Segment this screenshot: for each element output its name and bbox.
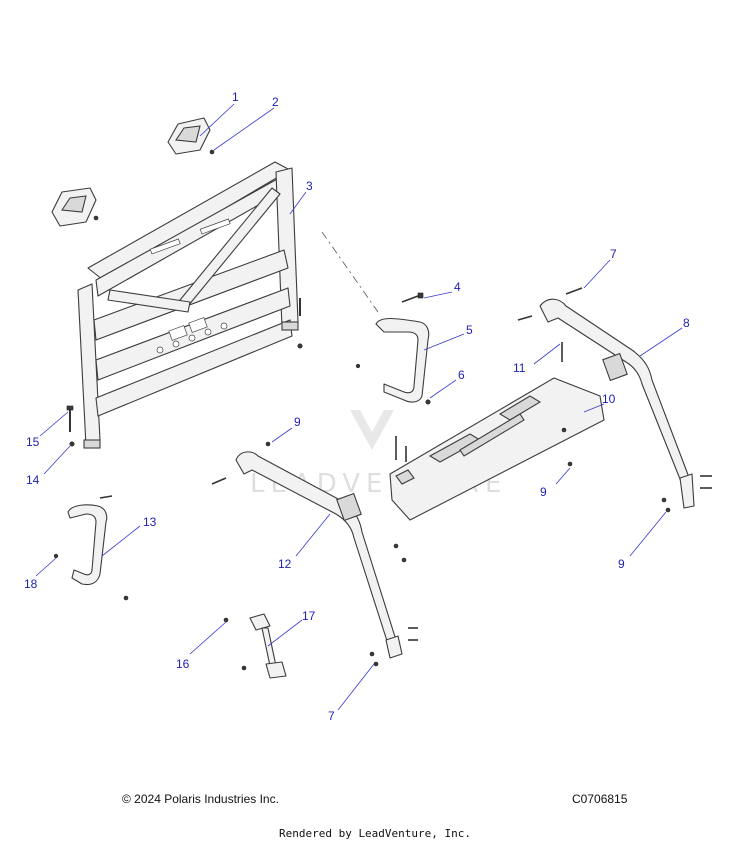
- leader-12: [295, 513, 331, 557]
- bolt-13[interactable]: [99, 495, 113, 499]
- callout-7-lower[interactable]: 7: [328, 709, 335, 723]
- leader-6: [429, 379, 457, 399]
- screw-fastener-2[interactable]: [209, 149, 215, 155]
- leader-10: [583, 403, 605, 413]
- leader-5: [423, 333, 465, 351]
- rendered-by-text: Rendered by LeadVenture, Inc.: [278, 827, 472, 840]
- rear-frame-assembly[interactable]: [77, 161, 299, 449]
- screw-18[interactable]: [53, 553, 59, 559]
- tail-light-upper[interactable]: [167, 117, 211, 155]
- nut-9b[interactable]: [567, 461, 573, 467]
- leader-lines: [35, 103, 683, 711]
- bolt-pair-8[interactable]: [700, 475, 712, 489]
- roll-bar-tube-12[interactable]: [235, 451, 403, 659]
- bolt-pair-12[interactable]: [408, 627, 418, 641]
- leader-9a: [271, 427, 293, 443]
- callout-4[interactable]: 4: [454, 280, 461, 294]
- bolt-12-mount[interactable]: [211, 477, 227, 485]
- bolt-8-mount[interactable]: [517, 315, 533, 321]
- strap-17[interactable]: [249, 613, 287, 679]
- leader-9b: [555, 467, 571, 485]
- leader-1: [199, 103, 235, 137]
- assembly-guide-line: [321, 231, 379, 313]
- nut-9c-b[interactable]: [665, 507, 671, 513]
- nut-16-top[interactable]: [223, 617, 229, 623]
- nut-16-bottom[interactable]: [241, 665, 247, 671]
- nut-10-top[interactable]: [561, 427, 567, 433]
- leader-7b: [337, 663, 375, 711]
- callout-9-right[interactable]: 9: [618, 557, 625, 571]
- callout-3[interactable]: 3: [306, 179, 313, 193]
- bolt-7-upper[interactable]: [565, 287, 583, 295]
- leader-3: [289, 191, 307, 215]
- callout-7-upper[interactable]: 7: [610, 247, 617, 261]
- nut-7b-b[interactable]: [373, 661, 379, 667]
- leader-8: [639, 327, 683, 357]
- callout-2[interactable]: 2: [272, 95, 279, 109]
- leader-18: [35, 557, 57, 577]
- callout-6[interactable]: 6: [458, 368, 465, 382]
- callout-9-left[interactable]: 9: [294, 415, 301, 429]
- callout-labels: 1 2 3 4 5 6 7 8 9 10 11 9 9 12 13 14 15 …: [24, 90, 690, 723]
- diagram-id: C0706815: [572, 792, 628, 806]
- bolt-4[interactable]: [401, 292, 424, 303]
- screw-5[interactable]: [355, 363, 361, 369]
- screw-fastener-lower[interactable]: [93, 215, 99, 221]
- leader-14: [43, 445, 71, 475]
- callout-18[interactable]: 18: [24, 577, 38, 591]
- leader-2: [213, 107, 275, 151]
- leader-11: [533, 343, 561, 365]
- nut-frame-right[interactable]: [297, 343, 303, 349]
- callout-8[interactable]: 8: [683, 316, 690, 330]
- nut-7b-a[interactable]: [369, 651, 375, 657]
- bolt-15[interactable]: [66, 405, 74, 432]
- callout-17[interactable]: 17: [302, 609, 316, 623]
- callout-9-middle[interactable]: 9: [540, 485, 547, 499]
- callout-14[interactable]: 14: [26, 473, 40, 487]
- rear-cross-panel-10[interactable]: [389, 377, 605, 521]
- copyright-text: © 2024 Polaris Industries Inc.: [122, 792, 279, 806]
- grab-handle-5[interactable]: [375, 317, 430, 403]
- leader-17: [267, 619, 303, 647]
- callout-12[interactable]: 12: [278, 557, 292, 571]
- nut-10-bottom-a[interactable]: [393, 543, 399, 549]
- grab-handle-13[interactable]: [67, 504, 108, 586]
- nut-6[interactable]: [425, 399, 431, 405]
- callout-1[interactable]: 1: [232, 90, 239, 104]
- callout-16[interactable]: 16: [176, 657, 190, 671]
- callout-13[interactable]: 13: [143, 515, 157, 529]
- bolt-10-left[interactable]: [395, 436, 407, 462]
- callout-10[interactable]: 10: [602, 392, 616, 406]
- leader-15: [39, 411, 69, 437]
- nut-13[interactable]: [123, 595, 129, 601]
- callout-11[interactable]: 11: [513, 361, 526, 375]
- leader-7a: [583, 259, 611, 289]
- leader-9c: [629, 511, 667, 557]
- tail-light-lower[interactable]: [51, 187, 97, 227]
- callout-15[interactable]: 15: [26, 435, 40, 449]
- nut-9a[interactable]: [265, 441, 271, 447]
- leader-4: [423, 291, 453, 299]
- nut-10-bottom-b[interactable]: [401, 557, 407, 563]
- leader-16: [189, 621, 227, 655]
- nut-14[interactable]: [69, 441, 75, 447]
- nut-9c-a[interactable]: [661, 497, 667, 503]
- callout-5[interactable]: 5: [466, 323, 473, 337]
- roll-bar-tube-8[interactable]: [539, 298, 695, 509]
- leader-13: [101, 525, 141, 557]
